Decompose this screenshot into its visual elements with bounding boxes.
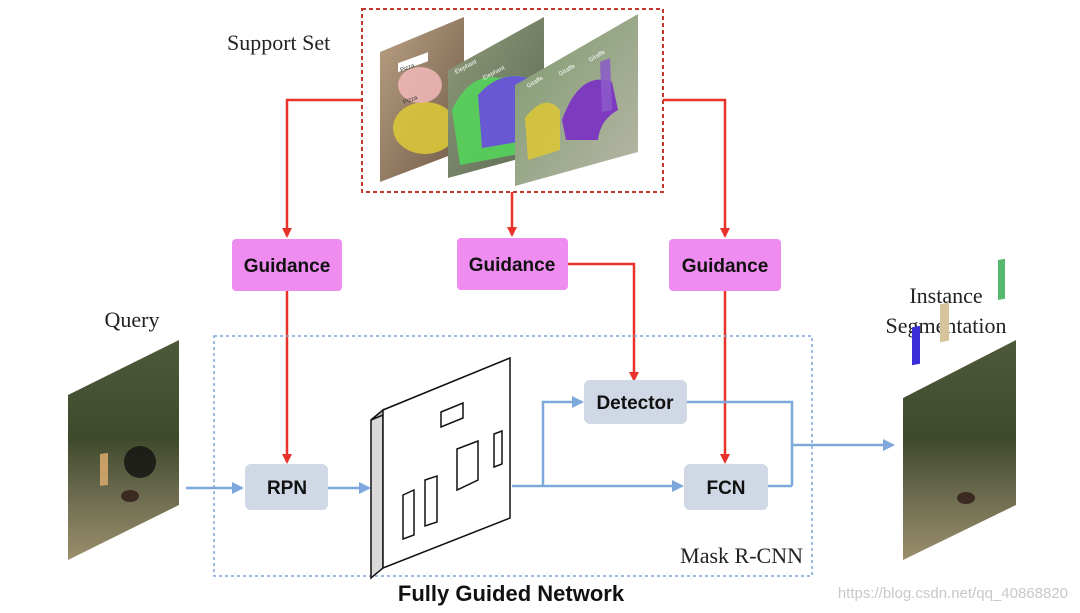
guidance-box-right: Guidance <box>669 239 781 291</box>
mask-rcnn-label: Mask R-CNN <box>680 543 803 568</box>
guidance-label-right: Guidance <box>682 256 769 277</box>
instance-segmentation-image <box>903 258 1016 560</box>
red-arrow-to-guidance-left <box>282 98 362 238</box>
query-image <box>68 340 179 560</box>
fcn-module: FCN <box>684 464 768 510</box>
guidance-box-left: Guidance <box>232 239 342 291</box>
detector-module: Detector <box>584 380 687 424</box>
red-arrow-guidance-to-detector <box>568 262 639 382</box>
guidance-label-middle: Guidance <box>469 255 556 276</box>
feature-map-block <box>370 356 511 580</box>
network-frame <box>213 335 813 577</box>
red-arrow-to-guidance-right <box>663 98 730 238</box>
support-image-giraffe: Giraffe Giraffe Giraffe <box>515 14 638 186</box>
pizza-tag-1: Pizza <box>400 63 416 74</box>
rpn-module: RPN <box>245 464 328 510</box>
guidance-label-left: Guidance <box>244 256 331 277</box>
support-set-label: Support Set <box>227 30 330 55</box>
guidance-box-middle: Guidance <box>457 238 568 290</box>
fcn-label: FCN <box>706 478 745 499</box>
footer-title: Fully Guided Network <box>398 581 625 606</box>
rpn-label: RPN <box>267 478 307 499</box>
support-image-pizza: Pizza Pizza <box>380 17 464 182</box>
blue-arrow-branch-to-detector <box>541 396 584 486</box>
pizza-tag-2: Pizza <box>403 95 419 106</box>
blue-line-detector-out <box>687 400 794 486</box>
query-label: Query <box>105 307 160 332</box>
watermark-text: https://blog.csdn.net/qq_40868820 <box>838 585 1068 602</box>
detector-label: Detector <box>596 393 674 414</box>
